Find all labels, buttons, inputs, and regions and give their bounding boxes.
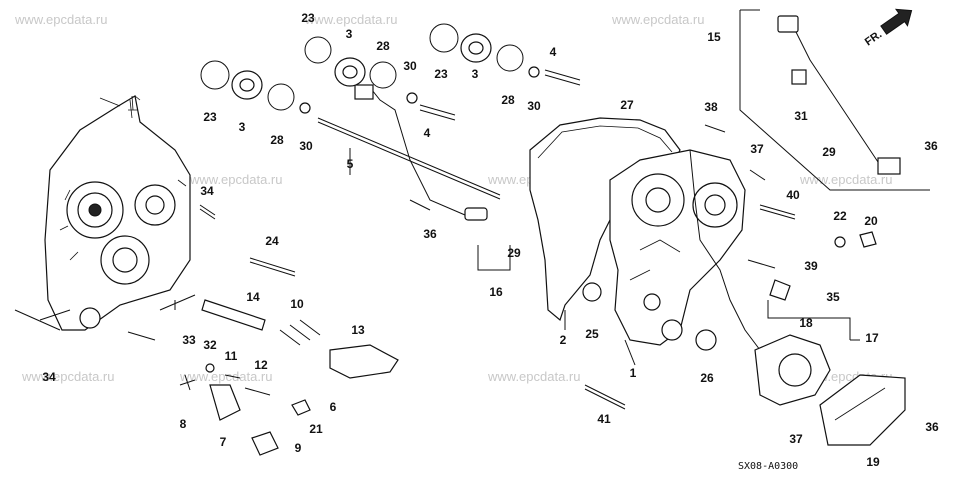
callout-label: 36 — [924, 139, 938, 153]
callout-label: 11 — [225, 349, 238, 363]
callout-label: 1 — [630, 366, 637, 380]
callout-label: 7 — [220, 435, 227, 449]
callout-label: 8 — [180, 417, 187, 431]
callout-label: 4 — [550, 45, 557, 59]
callout-label: 31 — [794, 109, 808, 123]
callout-label: 21 — [309, 422, 323, 436]
callout-label: 19 — [866, 455, 880, 469]
callout-label: 9 — [295, 441, 302, 455]
callout-label: 26 — [700, 371, 714, 385]
callout-label: 39 — [804, 259, 818, 273]
shafts — [317, 69, 581, 200]
callout-label: 40 — [786, 188, 800, 202]
watermark: www.epcdata.ru — [304, 12, 398, 27]
callout-label: 28 — [270, 133, 284, 147]
callout-label: 23 — [301, 11, 315, 25]
callout-label: 18 — [799, 316, 813, 330]
callout-label: 35 — [826, 290, 840, 304]
callout-label: 30 — [403, 59, 417, 73]
callout-label: 23 — [203, 110, 217, 124]
callouts: 23 3 28 30 23 3 28 30 4 23 3 28 30 4 5 2… — [42, 11, 939, 469]
callout-label: 32 — [203, 338, 217, 352]
leader-lines — [14, 148, 860, 366]
seal-group-3 — [429, 23, 540, 78]
callout-label: 6 — [330, 400, 337, 414]
front-arrow-label: FR. — [863, 28, 884, 48]
small-parts — [127, 124, 877, 456]
callout-label: 2 — [560, 333, 567, 347]
callout-label: 38 — [704, 100, 718, 114]
callout-label: 29 — [507, 246, 521, 260]
callout-label: 4 — [424, 126, 431, 140]
callout-label: 36 — [925, 420, 939, 434]
watermark: www.epcdata.ru — [611, 12, 705, 27]
callout-label: 34 — [200, 184, 214, 198]
watermark: www.epcdata.ru — [14, 12, 108, 27]
callout-label: 22 — [833, 209, 847, 223]
watermark: www.epcdata.ru — [21, 369, 115, 384]
callout-label: 17 — [865, 331, 879, 345]
transmission-housing-left — [44, 95, 191, 331]
front-arrow: FR. — [863, 8, 913, 48]
seal-group-2 — [304, 36, 418, 104]
callout-label: 28 — [376, 39, 390, 53]
callout-label: 29 — [822, 145, 836, 159]
watermark: www.epcdata.ru — [487, 369, 581, 384]
callout-label: 3 — [472, 67, 479, 81]
sensor-harness — [739, 9, 930, 191]
transmission-housing-right — [609, 149, 746, 346]
callout-label: 28 — [501, 93, 515, 107]
callout-label: 14 — [246, 290, 260, 304]
callout-label: 20 — [864, 214, 878, 228]
callout-label: 37 — [750, 142, 764, 156]
callout-label: 36 — [423, 227, 437, 241]
callout-label: 24 — [265, 234, 279, 248]
watermark: www.epcdata.ru — [179, 369, 273, 384]
watermark: www.epcdata.ru — [189, 172, 283, 187]
callout-label: 34 — [42, 370, 56, 384]
callout-label: 12 — [254, 358, 268, 372]
solenoid-harness — [354, 84, 761, 351]
callout-label: 25 — [585, 327, 599, 341]
callout-label: 33 — [182, 333, 196, 347]
callout-label: 3 — [346, 27, 353, 41]
callout-label: 15 — [707, 30, 721, 44]
callout-label: 3 — [239, 120, 246, 134]
callout-label: 23 — [434, 67, 448, 81]
callout-label: 27 — [620, 98, 634, 112]
callout-label: 30 — [527, 99, 541, 113]
callout-label: 10 — [290, 297, 304, 311]
callout-label: 5 — [347, 157, 354, 171]
callout-label: 30 — [299, 139, 313, 153]
shift-actuator — [754, 334, 906, 446]
diagram-code: SX08-A0300 — [738, 461, 798, 472]
callout-label: 13 — [351, 323, 365, 337]
callout-label: 37 — [789, 432, 803, 446]
callout-label: 16 — [489, 285, 503, 299]
callout-label: 41 — [597, 412, 611, 426]
seal-group-1 — [200, 60, 311, 114]
